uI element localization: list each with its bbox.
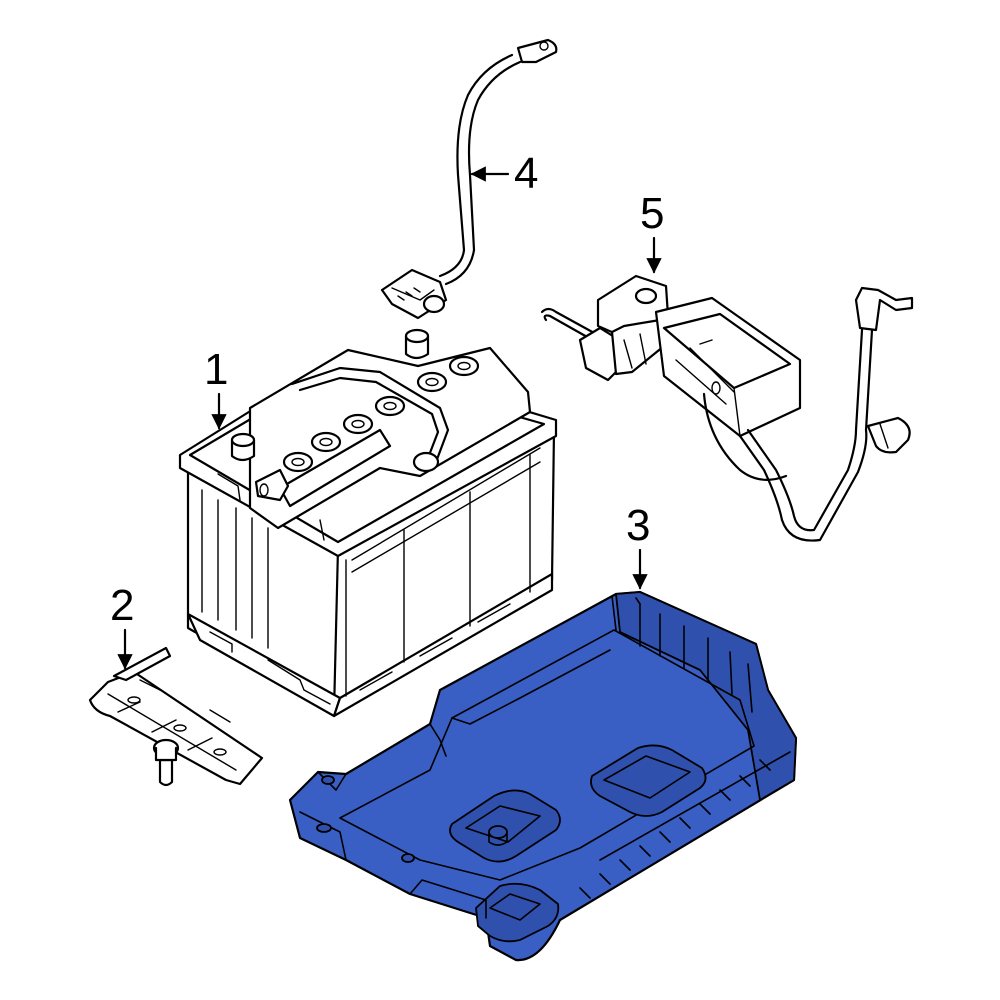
callout-4: 4: [470, 149, 538, 198]
callout-1: 1: [204, 345, 228, 430]
callout-label-5: 5: [640, 189, 664, 238]
vent-caps: [282, 355, 480, 473]
callout-label-2: 2: [110, 581, 134, 630]
callout-label-4: 4: [514, 149, 538, 198]
battery-tray: [288, 590, 798, 962]
hold-down-bracket: [88, 646, 264, 787]
callout-label-1: 1: [204, 345, 228, 394]
battery: [178, 328, 558, 718]
callout-2: 2: [110, 581, 134, 670]
negative-cable: [380, 38, 558, 320]
callout-5: 5: [640, 189, 664, 274]
callout-label-3: 3: [626, 501, 650, 550]
positive-terminal-assembly: [540, 274, 914, 542]
callout-3: 3: [626, 501, 650, 590]
battery-terminals: [230, 328, 430, 462]
